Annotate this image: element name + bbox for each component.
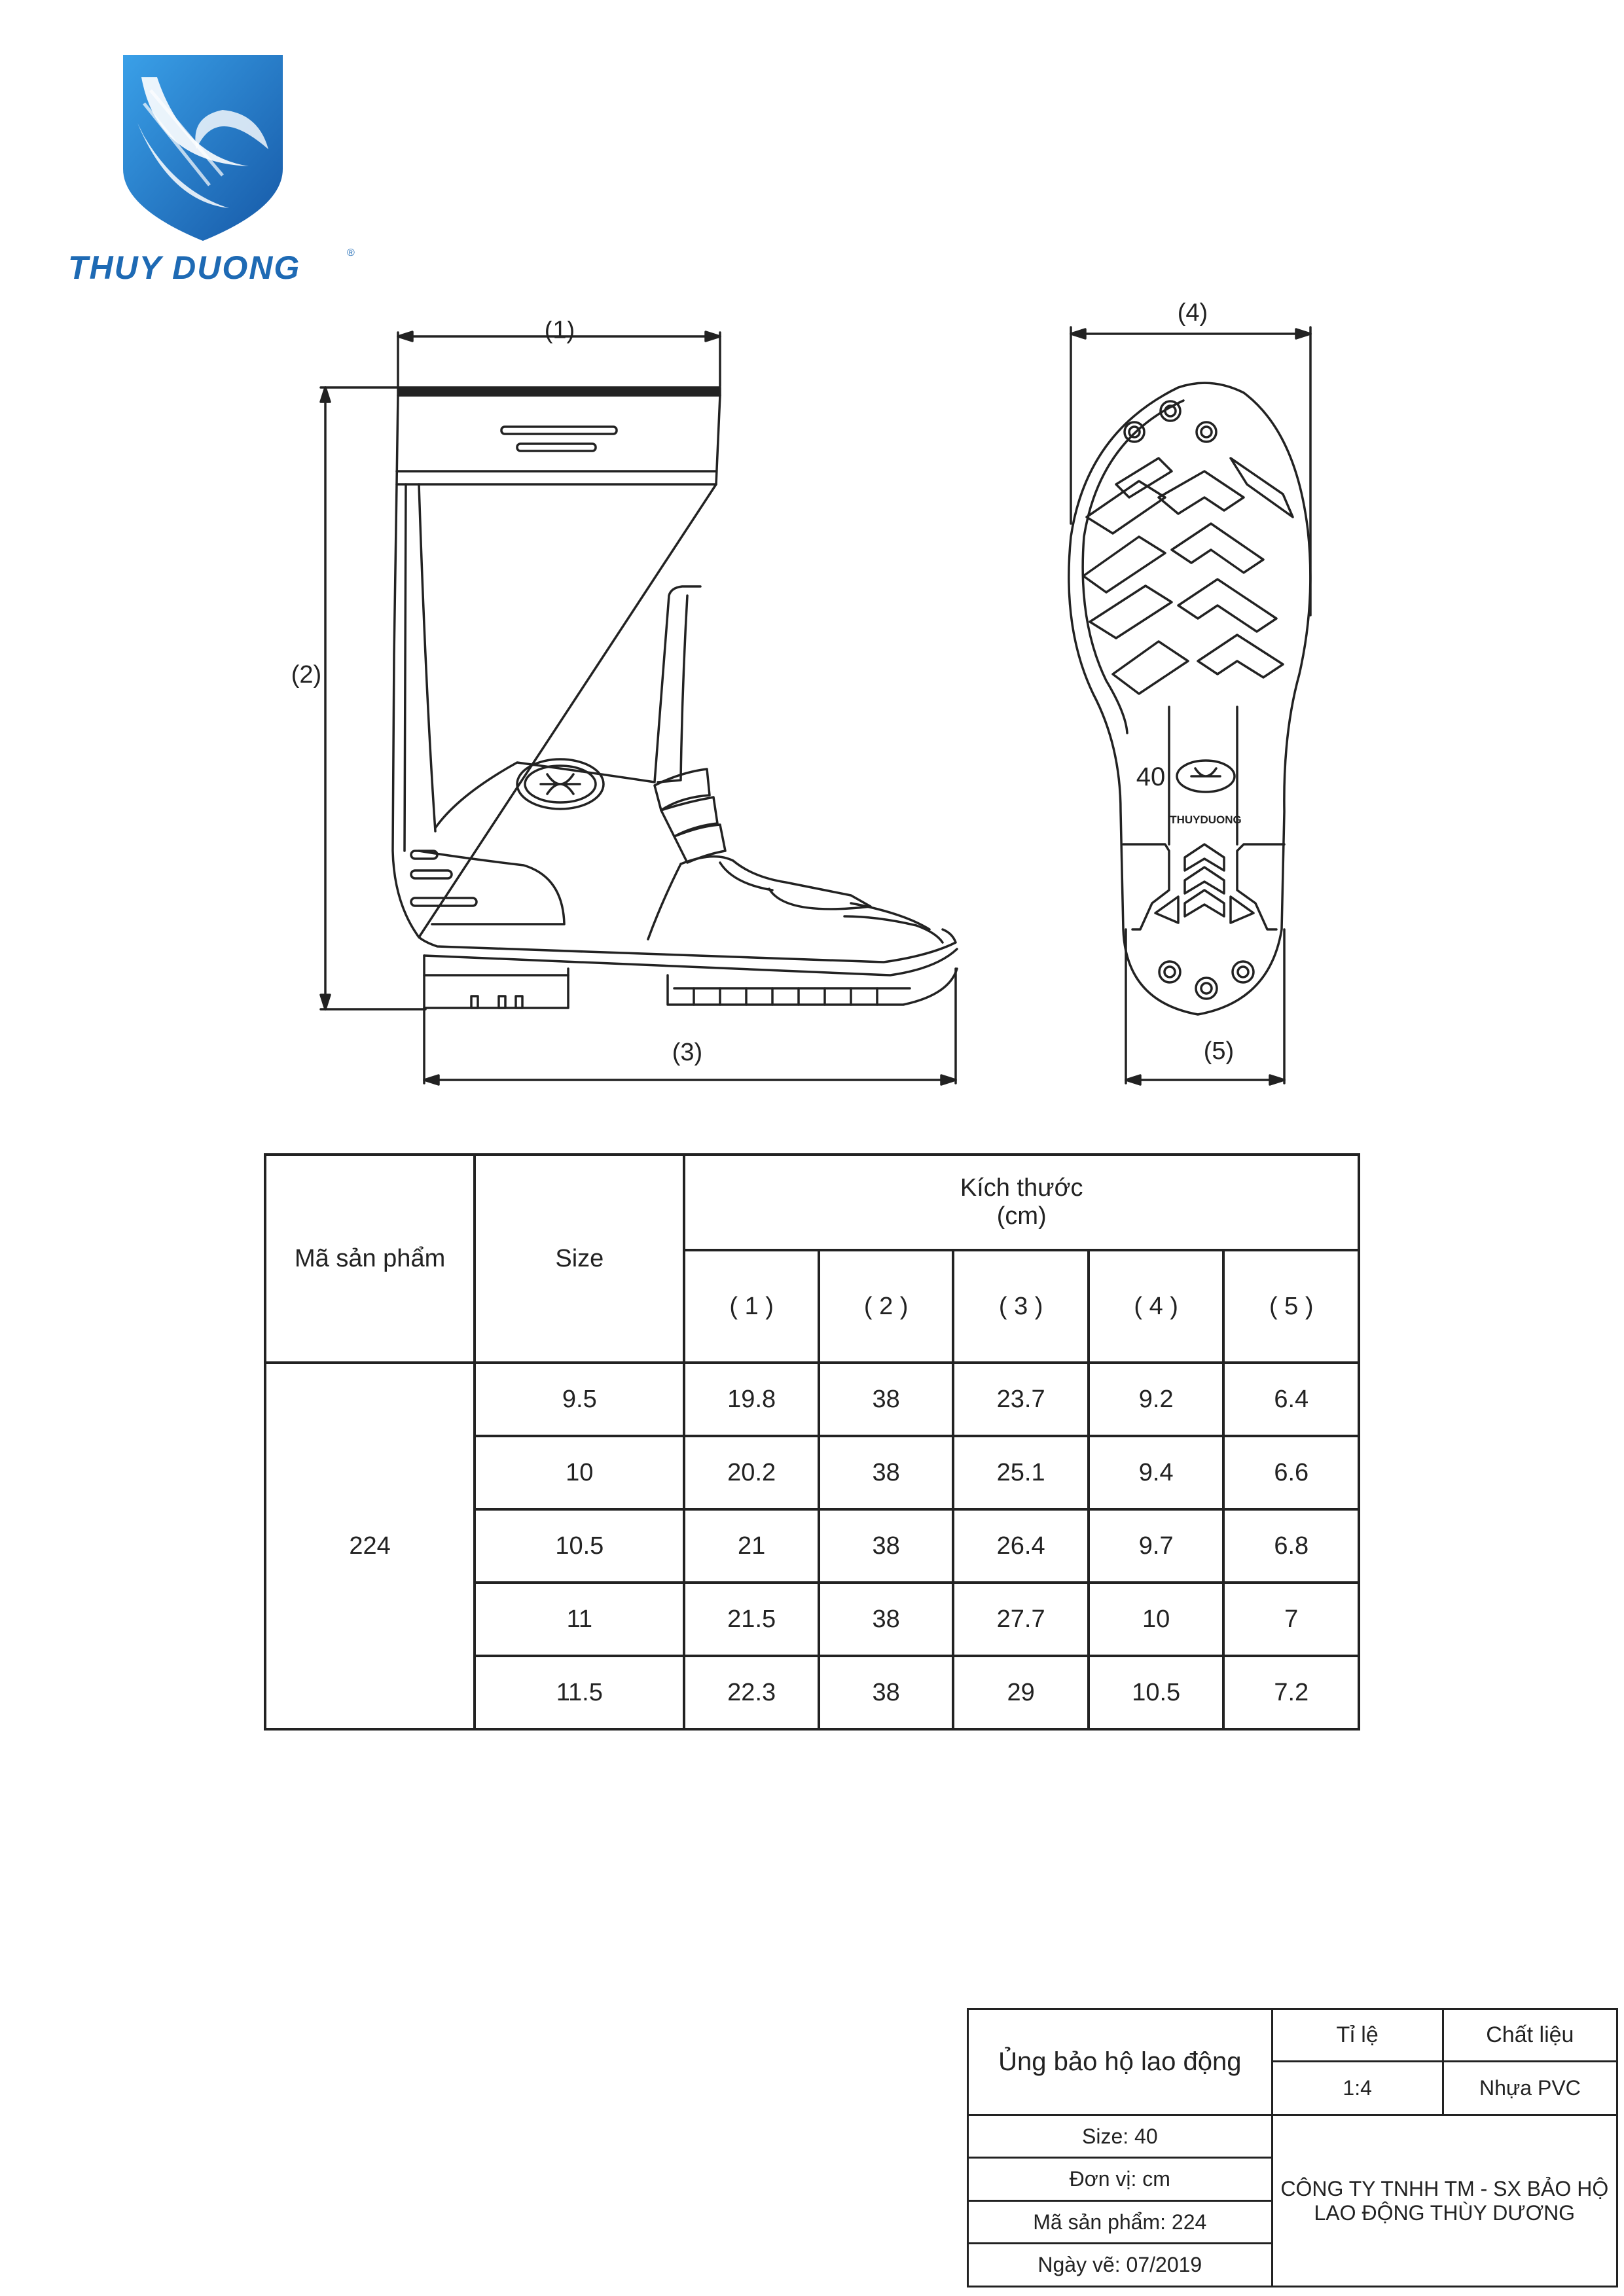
dim-label-3: (3) <box>672 1039 702 1066</box>
company-name: CÔNG TY TNHH TM - SX BẢO HỘ LAO ĐỘNG THÙ… <box>1271 2114 1619 2287</box>
header-size: Size <box>473 1153 686 1364</box>
brand-shield-logo <box>123 55 283 241</box>
dim-cell: 10.5 <box>1087 1655 1225 1731</box>
dim-cell: 6.8 <box>1222 1508 1360 1584</box>
scale-value: 1:4 <box>1271 2060 1444 2116</box>
dim-cell: 6.6 <box>1222 1435 1360 1511</box>
dim-cell: 23.7 <box>952 1361 1090 1437</box>
unit-info: Đơn vị: cm <box>967 2157 1273 2202</box>
table-row: 10 20.2 38 25.1 9.4 6.6 <box>265 1435 1360 1511</box>
table-row: 10.5 21 38 26.4 9.7 6.8 <box>265 1508 1360 1584</box>
dim-cell: 9.4 <box>1087 1435 1225 1511</box>
product-name: Ủng bảo hộ lao động <box>967 2008 1273 2116</box>
table-row: 224 9.5 19.8 38 23.7 9.2 6.4 <box>263 1361 1360 1731</box>
dim-cell: 9.2 <box>1087 1361 1225 1437</box>
dim-cell: 10 <box>1087 1581 1225 1657</box>
header-product-code: Mã sản phẩm <box>263 1153 477 1364</box>
material-label: Chất liệu <box>1441 2008 1619 2062</box>
drawing-title-block: Ủng bảo hộ lao động Tỉ lệ Chất liệu 1:4 … <box>967 2008 1619 2287</box>
dim-cell: 9.7 <box>1087 1508 1225 1584</box>
header-dim-2: ( 2 ) <box>817 1249 955 1364</box>
header-dim-1: ( 1 ) <box>683 1249 820 1364</box>
scale-label: Tỉ lệ <box>1271 2008 1444 2062</box>
dim-cell: 25.1 <box>952 1435 1090 1511</box>
dim-cell: 21 <box>683 1508 820 1584</box>
size-info: Size: 40 <box>967 2114 1273 2159</box>
company-name-line-2: LAO ĐỘNG THÙY DƯƠNG <box>1314 2200 1576 2225</box>
dim-cell: 19.8 <box>683 1361 820 1437</box>
dim-cell: 7.2 <box>1222 1655 1360 1731</box>
dim-cell: 6.4 <box>1222 1361 1360 1437</box>
dim-cell: 38 <box>817 1508 955 1584</box>
dim-cell: 38 <box>817 1655 955 1731</box>
header-dimensions-unit: (cm) <box>996 1202 1047 1230</box>
dim-cell: 38 <box>817 1581 955 1657</box>
company-name-line-1: CÔNG TY TNHH TM - SX BẢO HỘ <box>1280 2176 1609 2200</box>
dim-cell: 27.7 <box>952 1581 1090 1657</box>
header-dim-4: ( 4 ) <box>1087 1249 1225 1364</box>
drawing-date: Ngày vẽ: 07/2019 <box>967 2242 1273 2287</box>
header-dimensions-title: Kích thước <box>960 1174 1083 1202</box>
brand-name: THUY DUONG <box>68 249 301 286</box>
boot-sole-view-drawing: 40 THUYDUONG (4) (5) <box>1068 299 1312 1086</box>
sole-size-mark: 40 <box>1136 762 1166 791</box>
table-row: 11 21.5 38 27.7 10 7 <box>265 1581 1360 1657</box>
size-cell: 10.5 <box>473 1508 686 1584</box>
size-cell: 10 <box>473 1435 686 1511</box>
dim-cell: 7 <box>1222 1581 1360 1657</box>
dim-cell: 29 <box>952 1655 1090 1731</box>
header-dimensions: Kích thước (cm) <box>683 1153 1360 1251</box>
dim-cell: 21.5 <box>683 1581 820 1657</box>
dim-label-5: (5) <box>1204 1037 1234 1065</box>
size-cell: 11 <box>473 1581 686 1657</box>
sole-brand-mark: THUYDUONG <box>1170 814 1242 826</box>
size-cell: 11.5 <box>473 1655 686 1731</box>
header-dim-5: ( 5 ) <box>1222 1249 1360 1364</box>
header-dim-3: ( 3 ) <box>952 1249 1090 1364</box>
dim-cell: 38 <box>817 1435 955 1511</box>
material-value: Nhựa PVC <box>1441 2060 1619 2116</box>
product-code-cell: 224 <box>263 1361 477 1731</box>
dim-cell: 26.4 <box>952 1508 1090 1584</box>
size-cell: 9.5 <box>473 1361 686 1437</box>
size-specification-table: Mã sản phẩm Size Kích thước (cm) ( 1 ) (… <box>263 1153 1360 1731</box>
dim-cell: 38 <box>817 1361 955 1437</box>
registered-mark: ® <box>347 247 355 259</box>
dim-label-2: (2) <box>291 661 321 689</box>
dim-label-4: (4) <box>1178 299 1208 327</box>
product-code-info: Mã sản phẩm: 224 <box>967 2200 1273 2244</box>
dim-cell: 20.2 <box>683 1435 820 1511</box>
dim-label-1: (1) <box>545 321 575 344</box>
dim-cell: 22.3 <box>683 1655 820 1731</box>
boot-side-view-drawing: (1) (2) (3) <box>291 321 958 1086</box>
table-row: 11.5 22.3 38 29 10.5 7.2 <box>265 1655 1360 1731</box>
